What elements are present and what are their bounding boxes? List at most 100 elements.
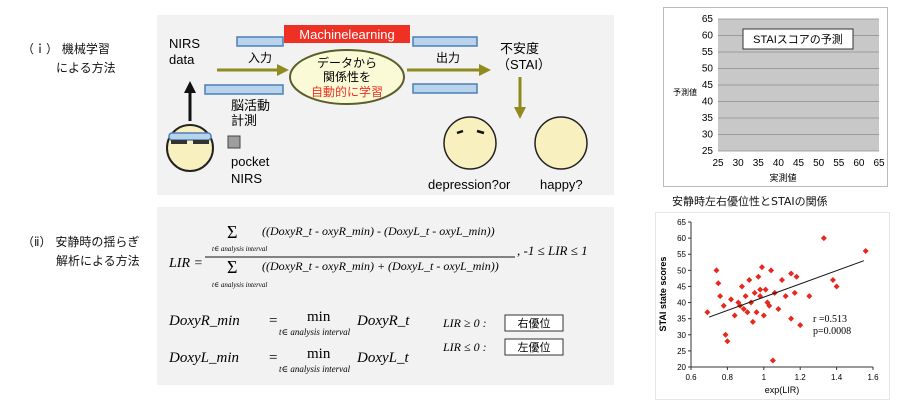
min-l-under: t∈ analysis interval (279, 364, 351, 374)
min-l-word: min (307, 346, 331, 362)
chart2-data-point (758, 264, 765, 271)
chart2-data-point (717, 293, 724, 300)
chart2-data-point (791, 289, 798, 296)
chart1-y-tick-label: 40 (702, 97, 714, 108)
chart2-x-tick-label: 1.6 (867, 373, 879, 382)
chart2-points (704, 235, 869, 364)
chart2-data-point (738, 283, 745, 290)
chart2-data-point (704, 309, 711, 316)
chart2-data-point (788, 315, 795, 322)
input-arrow-head (277, 64, 289, 76)
chart2-data-point (746, 277, 753, 283)
ml-diagram-panel: Machinelearning NIRS data 入力 データから 関係性を … (157, 15, 614, 195)
chart2-data-point (793, 273, 800, 280)
chart2-data-point (724, 338, 731, 345)
chart1-x-tick-label: 35 (753, 158, 765, 169)
min-r-rhs: DoxyR_t (356, 313, 410, 329)
chart2-heading: 安静時左右優位性とSTAIの関係 (672, 195, 828, 208)
chart2-data-point (749, 318, 756, 325)
min-r-lhs: DoxyR_min (168, 313, 240, 329)
chart2-y-tick-label: 35 (677, 315, 686, 324)
chart2-x-tick-label: 1 (762, 373, 767, 382)
chart1-x-tick-label: 60 (853, 158, 865, 169)
pocket-line1: pocket (231, 154, 270, 169)
output-bar-bottom (412, 83, 478, 94)
output-bar-top (412, 36, 478, 47)
chart2-data-point (788, 270, 795, 277)
chart1-x-tick-label: 65 (873, 158, 885, 169)
section-1-title: 機械学習 (61, 42, 110, 56)
input-bar-top (236, 36, 284, 47)
chart2-data-point (760, 312, 767, 319)
chart2-data-point (715, 280, 722, 287)
chart1-x-tick-label: 30 (733, 158, 745, 169)
anxiety-line1: 不安度 (500, 41, 539, 56)
chart2-data-point (742, 293, 749, 300)
chart2-data-point (755, 273, 762, 280)
badge-right-text: 右優位 (518, 316, 551, 330)
happy-label: happy? (540, 177, 583, 192)
chart1-x-tick-label: 40 (773, 158, 785, 169)
chart1-y-tick-label: 60 (702, 31, 714, 42)
chart2-ylabel: STAI state scores (658, 257, 668, 332)
chart2-data-point (862, 248, 869, 254)
badge-left-text: 左優位 (518, 340, 551, 354)
lir-range: , -1 ≤ LIR ≤ 1 (517, 243, 588, 258)
chart1-y-tick-label: 45 (702, 80, 714, 91)
output-label: 出力 (436, 51, 460, 65)
chart2-data-point (797, 322, 804, 329)
chart1-title: STAIスコアの予測 (753, 32, 843, 46)
chart2-data-point (722, 331, 729, 338)
chart2-r-annotation: r =0.513 (813, 314, 847, 325)
chart2-data-point (720, 302, 727, 309)
depression-label: depression?or (428, 177, 511, 192)
badge-right-box (504, 314, 564, 332)
happy-face-icon (534, 116, 588, 170)
min-l-equals: = (269, 350, 277, 366)
chart2-y-tick-label: 60 (677, 234, 686, 243)
chart2-data-point (779, 277, 785, 283)
sum-range-top: t∈ analysis interval (212, 245, 267, 253)
chart2-data-point (740, 306, 747, 312)
section-2-title: 安静時の揺らぎ (55, 235, 140, 249)
chart2-data-point (728, 296, 735, 303)
chart1-y-tick-label: 50 (702, 64, 714, 75)
lir-lhs: LIR = (168, 256, 203, 271)
badge-left-box (504, 338, 564, 356)
section-2-label: （ⅱ） 安静時の揺らぎ 解析による方法 (22, 233, 140, 271)
chart2-data-point (775, 306, 782, 312)
sum-range-bottom: t∈ analysis interval (212, 281, 267, 289)
min-l-rhs: DoxyL_t (356, 350, 409, 366)
input-bar-bottom (204, 84, 284, 95)
anxiety-line2: （STAI） (497, 57, 551, 72)
chart2-y-tick-label: 65 (677, 218, 686, 227)
chart1-y-tick-label: 30 (702, 130, 714, 141)
chart1-x-tick-label: 45 (793, 158, 805, 169)
nirs-label-line2: data (169, 52, 195, 67)
chart2-data-point (757, 286, 764, 293)
chart2-x-tick-label: 1.4 (831, 373, 843, 382)
chart2-data-point (757, 293, 764, 300)
lir-denominator: ((DoxyR_t - oxyR_min) + (DoxyL_t - oxyL_… (262, 259, 499, 273)
section-1-label: （ｉ） 機械学習 による方法 (22, 40, 116, 78)
up-arrow-head (184, 81, 196, 93)
nirs-label-line1: NIRS (169, 36, 200, 51)
chart2-data-point (782, 293, 789, 300)
center-line2: 関係性を (323, 70, 371, 84)
chart2-trendline (709, 260, 865, 318)
cond-right-text: LIR ≥ 0 : (442, 316, 487, 330)
chart2-data-point (753, 309, 760, 316)
chart2-data-point (833, 283, 840, 290)
chart2-xlabel: exp(LIR) (765, 385, 800, 395)
min-r-under: t∈ analysis interval (279, 327, 351, 337)
input-label: 入力 (248, 51, 272, 65)
chart2-data-point (731, 312, 738, 319)
chart2-y-tick-label: 25 (677, 347, 686, 356)
chart2-data-point (748, 299, 755, 306)
chart2-data-point (762, 286, 769, 293)
chart1-y-tick-label: 55 (702, 47, 714, 58)
ml-diagram: Machinelearning NIRS data 入力 データから 関係性を … (166, 25, 588, 192)
section-1-subtitle: による方法 (56, 61, 116, 75)
chart2-data-point (768, 267, 775, 274)
